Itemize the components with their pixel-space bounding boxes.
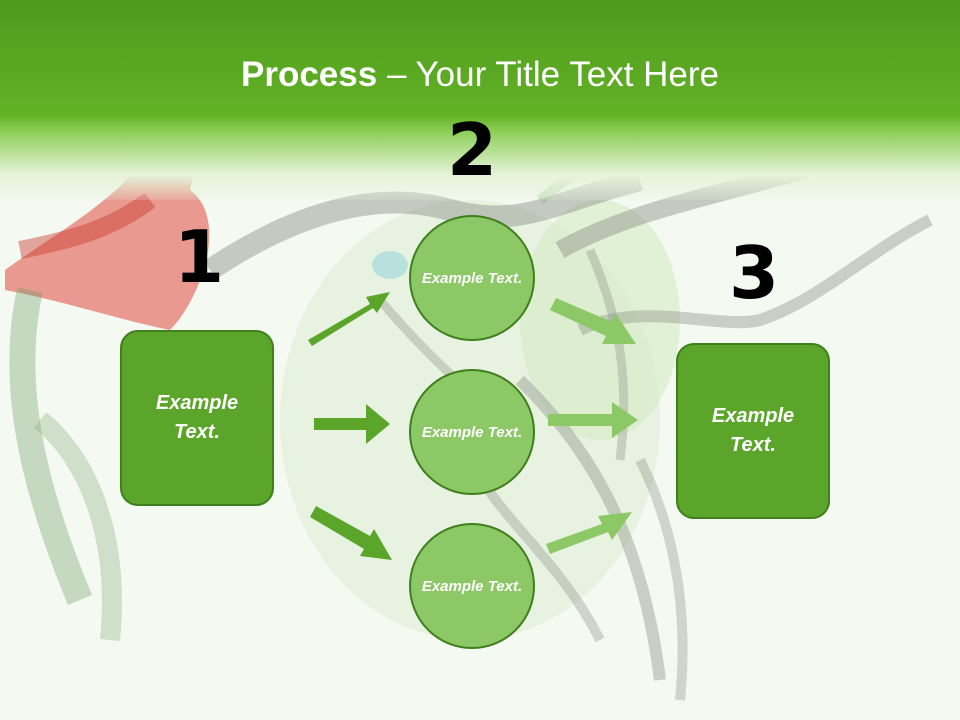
arrows-right-group: [546, 298, 638, 554]
title-strong: Process: [241, 55, 378, 94]
circle-top[interactable]: Example Text.: [409, 215, 535, 341]
arrow-right-1: [314, 404, 390, 444]
title-bar: [0, 0, 960, 200]
step-number-3: 3: [728, 231, 780, 315]
arrow-down-right-2: [550, 298, 636, 344]
left-box[interactable]: Example Text.: [120, 330, 274, 506]
circle-middle-label: Example Text.: [421, 423, 523, 441]
title-rest: – Your Title Text Here: [377, 55, 719, 94]
arrow-up-right-1: [308, 292, 390, 346]
circle-bottom[interactable]: Example Text.: [409, 523, 535, 649]
arrows-left-group: [308, 292, 392, 560]
right-box-label: Example Text.: [711, 405, 795, 456]
arrow-up-right-2: [546, 512, 632, 554]
left-box-label: Example Text.: [155, 392, 239, 443]
circle-bottom-label: Example Text.: [421, 577, 523, 595]
slide-title: Process – Your Title Text Here: [0, 52, 960, 98]
step-number-1: 1: [173, 215, 225, 299]
step-number-2: 2: [446, 108, 498, 192]
circle-top-label: Example Text.: [421, 269, 523, 287]
arrow-right-2: [548, 402, 638, 438]
arrow-down-right-1: [310, 506, 392, 560]
circle-middle[interactable]: Example Text.: [409, 369, 535, 495]
right-box[interactable]: Example Text.: [676, 343, 830, 519]
